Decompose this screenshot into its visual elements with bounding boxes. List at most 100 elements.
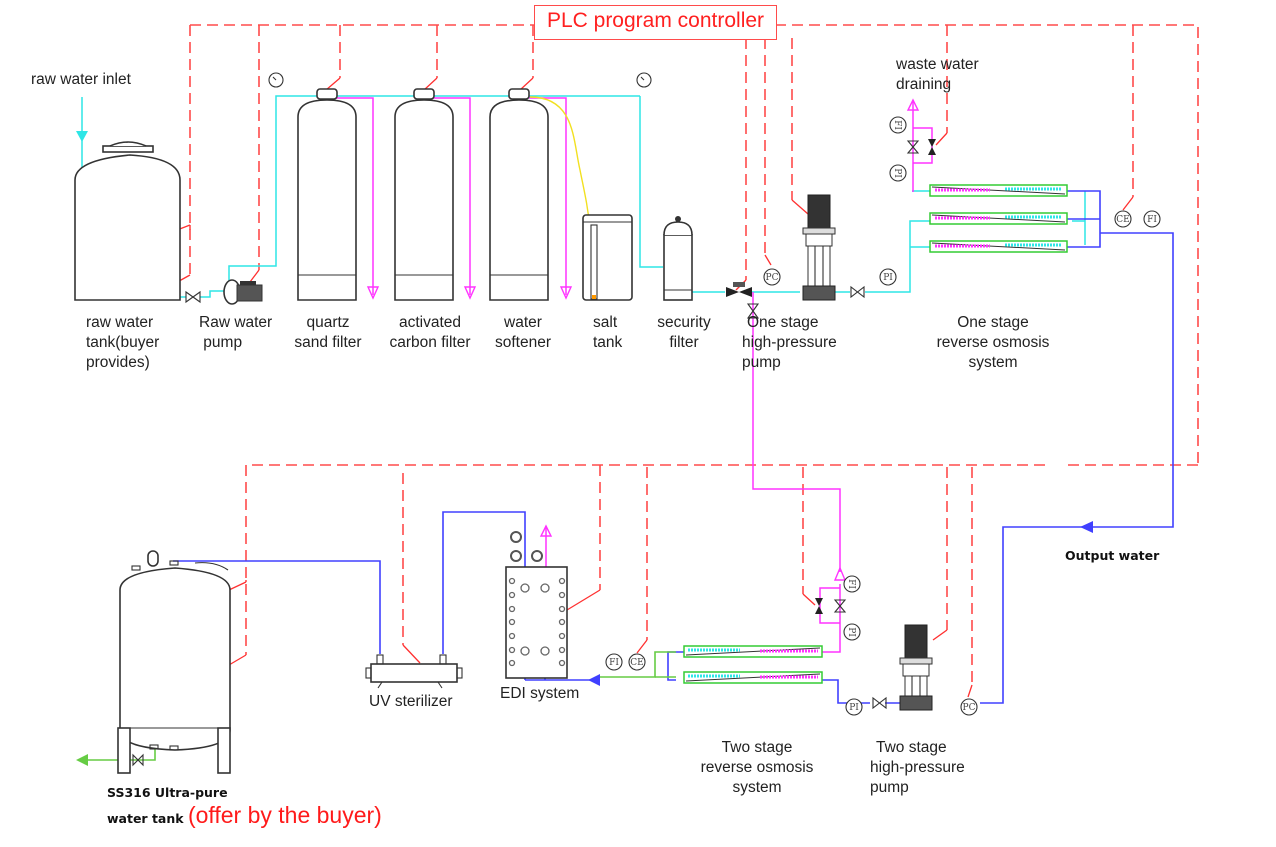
svg-text:FI: FI (892, 120, 902, 130)
waste-water-line1: waste water (896, 56, 979, 73)
label-line: salt (593, 314, 618, 331)
activated-carbon-filter-label: activated carbon filter (382, 313, 478, 353)
quartz-sand-filter-symbol (297, 88, 357, 301)
salt-tank-symbol (582, 214, 633, 301)
label-line: Two stage (876, 739, 947, 756)
label-line: reverse osmosis (936, 334, 1050, 351)
buyer-note: (offer by the buyer) (187, 802, 382, 828)
label-line: reverse osmosis (700, 759, 814, 776)
label-line: water (504, 314, 542, 331)
label-line: One stage (747, 314, 819, 331)
pi-gauge-two-stage: PI (845, 698, 863, 716)
one-stage-hp-pump-label: One stage high-pressure pump (742, 313, 837, 373)
label-line: quartz (306, 314, 350, 331)
label-line: pump (742, 354, 781, 371)
plc-program-controller: PLC program controller (534, 5, 777, 40)
pc-gauge-two-stage: PC (960, 698, 978, 716)
raw-water-tank-symbol (74, 141, 181, 301)
label-line: activated (398, 314, 462, 331)
pc-gauge-one-stage: PC (763, 268, 781, 286)
svg-text:FI: FI (609, 658, 619, 668)
label-line: system (968, 354, 1018, 371)
svg-text:PI: PI (846, 627, 856, 637)
raw-water-inlet-label: raw water inlet (31, 71, 131, 88)
label-line: water tank (107, 811, 184, 826)
label-line: tank (593, 334, 623, 351)
label-line: pump (199, 334, 243, 351)
ultra-pure-tank-symbol (117, 550, 231, 774)
one-stage-ro-label: One stage reverse osmosis system (928, 313, 1058, 373)
svg-text:CE: CE (1116, 215, 1129, 225)
svg-text:CE: CE (630, 658, 643, 668)
label-line: carbon filter (389, 334, 471, 351)
raw-water-pump-symbol (223, 279, 263, 305)
label-line: softener (494, 334, 551, 351)
svg-text:PC: PC (963, 703, 976, 713)
ultra-pure-tank-label: SS316 Ultra-pure water tank (offer by the… (107, 782, 382, 830)
label-line: filter (669, 334, 699, 351)
svg-text:PI: PI (892, 168, 902, 178)
svg-text:FI: FI (846, 579, 856, 589)
label-line: high-pressure (870, 759, 965, 776)
svg-text:PC: PC (766, 273, 779, 283)
one-stage-ro-membranes (929, 184, 1068, 253)
svg-text:PI: PI (849, 703, 859, 713)
control-signal-lines (171, 24, 1199, 698)
security-filter-symbol (663, 216, 693, 301)
edi-system-label: EDI system (500, 685, 580, 702)
gate-valve-icon (850, 285, 865, 299)
label-line: SS316 Ultra-pure (107, 785, 228, 800)
label-line: raw water (86, 314, 154, 331)
edi-feed-lines (76, 651, 676, 766)
check-valve-icon (746, 303, 760, 319)
label-line: One stage (957, 314, 1029, 331)
fi-gauge-one-stage: FI (1143, 210, 1161, 228)
waste-water-draining-label: waste water draining (896, 55, 979, 95)
gate-valve-icon (185, 290, 201, 304)
label-line: Two stage (721, 739, 793, 756)
label-line: security (657, 314, 711, 331)
label-line: tank(buyer (86, 334, 160, 351)
two-stage-high-pressure-pump-symbol (899, 624, 933, 711)
label-line: system (732, 779, 782, 796)
activated-carbon-filter-symbol (394, 88, 454, 301)
label-line: pump (870, 779, 909, 796)
two-stage-ro-membranes (683, 645, 823, 684)
fi-gauge-edi-feed: FI (605, 653, 623, 671)
output-water-label: Output water (1065, 548, 1160, 563)
edi-system-symbol (505, 531, 568, 679)
pressure-gauge-icon (636, 72, 652, 88)
solenoid-valve-icon (726, 282, 752, 297)
salt-tank-label: salt tank (593, 313, 622, 353)
pi-gauge-concentrate: PI (889, 164, 907, 182)
two-stage-ro-label: Two stage reverse osmosis system (687, 738, 827, 798)
gate-valve-icon (132, 753, 144, 767)
label-line: sand filter (294, 334, 362, 351)
waste-water-line2: draining (896, 76, 952, 93)
uv-sterilizer-symbol (365, 654, 463, 689)
pressure-gauge-icon (268, 72, 284, 88)
water-softener-label: water softener (488, 313, 558, 353)
gate-valve-icon (872, 696, 887, 710)
pi-gauge-two-stage-concentrate: PI (843, 623, 861, 641)
needle-valve-icon (833, 599, 847, 613)
solenoid-valve-icon (928, 139, 936, 155)
solenoid-valve-icon (815, 598, 823, 614)
ce-gauge-one-stage: CE (1114, 210, 1132, 228)
two-stage-hp-pump-label: Two stage high-pressure pump (870, 738, 965, 798)
quartz-sand-filter-label: quartz sand filter (290, 313, 366, 353)
fi-gauge-concentrate: FI (889, 116, 907, 134)
security-filter-label: security filter (646, 313, 722, 353)
raw-water-pump-label: Raw water pump (199, 313, 272, 353)
one-stage-high-pressure-pump-symbol (802, 194, 836, 301)
label-line: high-pressure (742, 334, 837, 351)
svg-text:FI: FI (1147, 215, 1157, 225)
svg-text:PI: PI (883, 273, 893, 283)
needle-valve-icon (906, 140, 920, 154)
fi-gauge-two-stage-concentrate: FI (843, 575, 861, 593)
label-line: Raw water (199, 314, 273, 331)
pi-gauge-one-stage: PI (879, 268, 897, 286)
water-softener-symbol (489, 88, 549, 301)
